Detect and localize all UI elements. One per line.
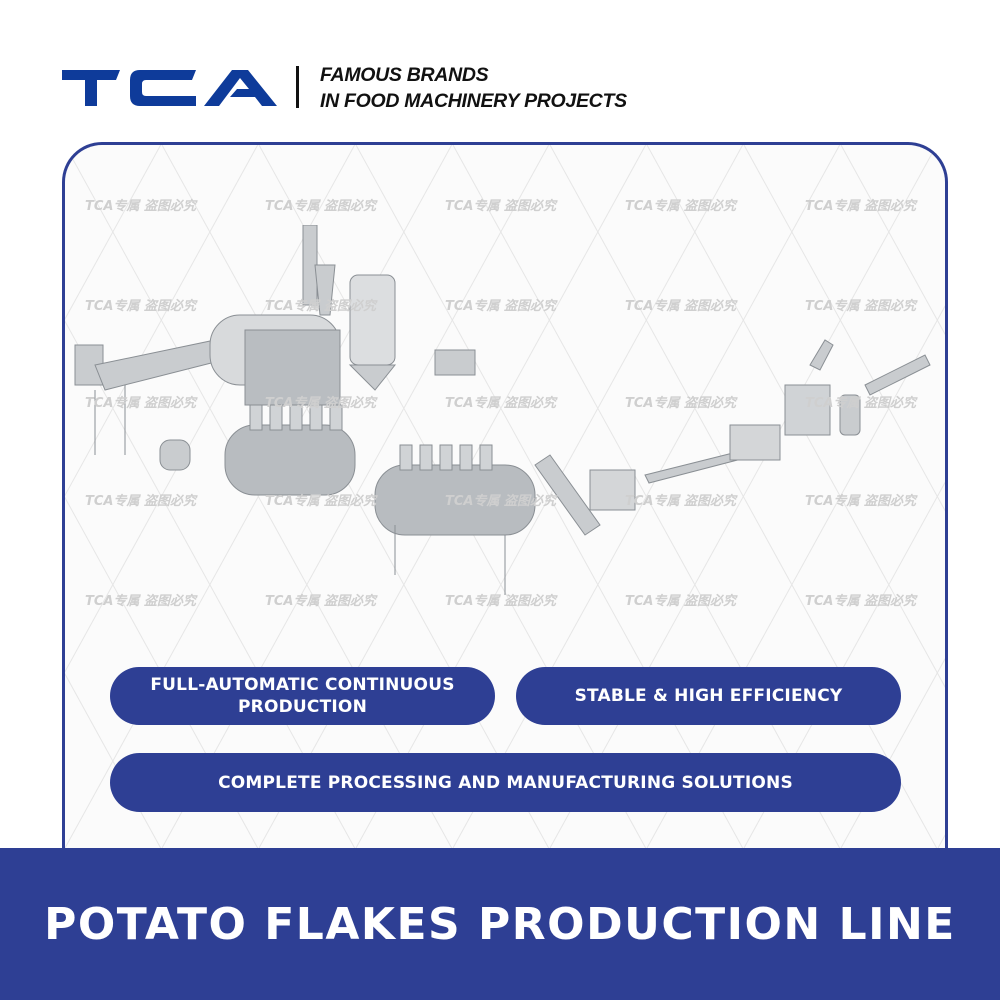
watermark-text: TCA专属 盗图必究 — [445, 396, 556, 411]
tagline-line1: FAMOUS BRANDS — [320, 64, 489, 86]
production-line-illustration — [74, 225, 931, 595]
watermark-text: TCA专属 盗图必究 — [805, 594, 916, 609]
watermark-text: TCA专属 盗图必究 — [265, 494, 376, 509]
feature-pill-full-automatic: FULL-AUTOMATIC CONTINUOUS PRODUCTION — [110, 667, 495, 725]
grid-line — [840, 145, 945, 336]
grid-line — [549, 145, 938, 848]
grid-line — [65, 145, 356, 673]
watermark-text: TCA专属 盗图必究 — [85, 594, 196, 609]
grid-line — [452, 145, 841, 848]
watermark-text: TCA专属 盗图必究 — [805, 494, 916, 509]
watermark-text: TCA专属 盗图必究 — [85, 494, 196, 509]
watermark-text: TCA专属 盗图必究 — [445, 594, 556, 609]
grid-line — [65, 673, 162, 848]
header-divider — [296, 66, 299, 108]
watermark-layer: TCA专属 盗图必究 TCA专属 盗图必究 TCA专属 盗图必究 TCA专属 盗图必究… — [65, 145, 945, 848]
grid-line — [161, 145, 550, 848]
grid-line — [65, 145, 453, 848]
watermark-text: TCA专属 盗图必究 — [85, 396, 196, 411]
watermark-text: TCA专属 盗图必究 — [445, 494, 556, 509]
watermark-text: TCA专属 盗图必究 — [445, 199, 556, 214]
watermark-text: TCA专属 盗图必究 — [625, 396, 736, 411]
watermark-text: TCA专属 盗图必究 — [265, 396, 376, 411]
tca-logo — [62, 70, 277, 106]
banner-title: POTATO FLAKES PRODUCTION LINE — [44, 898, 956, 950]
watermark-text: TCA专属 盗图必究 — [445, 299, 556, 314]
watermark-text: TCA专属 盗图必究 — [805, 299, 916, 314]
title-banner: POTATO FLAKES PRODUCTION LINE — [0, 848, 1000, 1000]
product-card: TCA专属 盗图必究 TCA专属 盗图必究 TCA专属 盗图必究 TCA专属 盗图必究… — [62, 142, 948, 848]
watermark-text: TCA专属 盗图必究 — [265, 299, 376, 314]
watermark-text: TCA专属 盗图必究 — [265, 199, 376, 214]
watermark-text: TCA专属 盗图必究 — [625, 299, 736, 314]
grid-line — [646, 305, 945, 848]
watermark-text: TCA专属 盗图必究 — [265, 594, 376, 609]
grid-line — [355, 145, 744, 848]
tagline: FAMOUS BRANDS IN FOOD MACHINERY PROJECTS — [320, 62, 627, 114]
watermark-text: TCA专属 盗图必究 — [625, 594, 736, 609]
feature-pill-complete-solutions: COMPLETE PROCESSING AND MANUFACTURING SO… — [110, 753, 901, 812]
watermark-text: TCA专属 盗图必究 — [805, 199, 916, 214]
watermark-text: TCA专属 盗图必究 — [85, 199, 196, 214]
watermark-text: TCA专属 盗图必究 — [85, 299, 196, 314]
feature-pill-stable-efficiency: STABLE & HIGH EFFICIENCY — [516, 667, 901, 725]
watermark-text: TCA专属 盗图必究 — [805, 396, 916, 411]
watermark-text: TCA专属 盗图必究 — [625, 199, 736, 214]
grid-line — [65, 496, 259, 848]
watermark-grid — [65, 145, 945, 848]
grid-line — [840, 657, 945, 848]
grid-line — [743, 481, 945, 848]
tagline-line2: IN FOOD MACHINERY PROJECTS — [320, 90, 627, 112]
watermark-text: TCA专属 盗图必究 — [625, 494, 736, 509]
grid-line — [65, 145, 162, 320]
grid-line — [65, 145, 259, 497]
